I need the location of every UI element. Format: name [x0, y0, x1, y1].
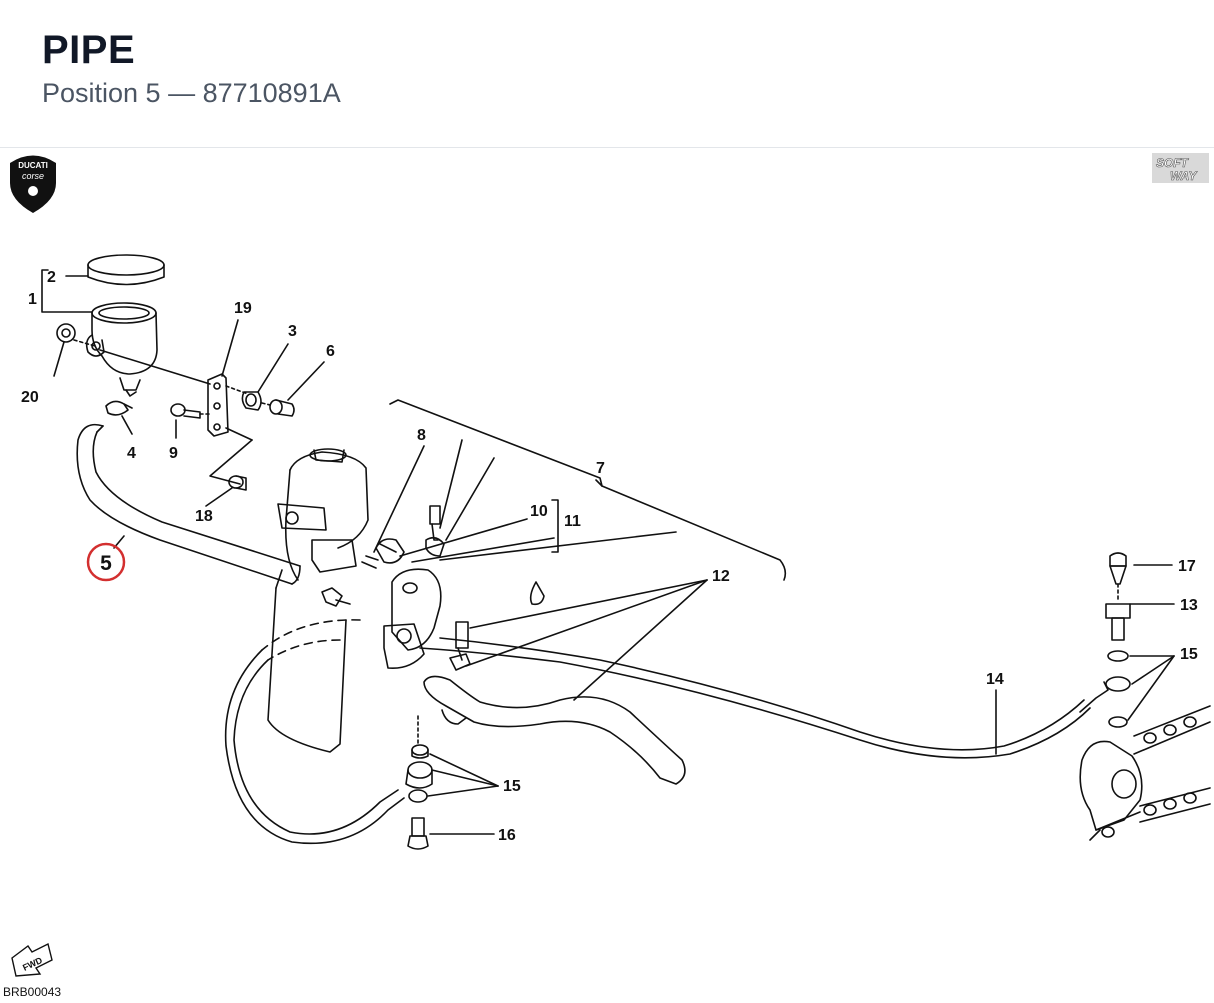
- leader-8a: [439, 439, 463, 529]
- callout-15a: 15: [503, 778, 521, 795]
- softway-logo: SOFT WAY: [1152, 153, 1209, 183]
- clutch-hose-part-14: [419, 637, 1109, 759]
- callout-5: 5: [100, 552, 112, 575]
- callout-7: 7: [596, 460, 605, 477]
- grommet-part-20: [56, 323, 76, 343]
- callout-13: 13: [1180, 597, 1198, 614]
- pipe-part-5: [76, 423, 301, 585]
- hidden-hose-dashed: [267, 639, 341, 661]
- leader-4: [121, 415, 133, 435]
- leader-20: [73, 339, 96, 347]
- banjo-bolt-part-13: [1105, 603, 1131, 641]
- leader-bracket: [99, 349, 211, 385]
- callout-11: 11: [564, 513, 581, 530]
- callout-2: 2: [47, 269, 56, 286]
- callout-14: 14: [986, 671, 1004, 688]
- callout-17: 17: [1178, 558, 1196, 575]
- callout-9: 9: [169, 445, 178, 462]
- highlight-circle: [86, 542, 126, 582]
- callout-15b: 15: [1180, 646, 1198, 663]
- master-cylinder: [383, 568, 442, 670]
- lower-banjo-fitting: [405, 744, 433, 803]
- drive-chain: [1095, 705, 1211, 838]
- tube-cap: [309, 448, 347, 463]
- fwd-arrow-icon: FWD: [11, 942, 53, 977]
- leader-19: [221, 319, 239, 377]
- sealing-washers-part-15: [1105, 650, 1131, 728]
- fluid-drop-symbol: [529, 581, 545, 606]
- callout-18: 18: [195, 508, 213, 525]
- page-title: PIPE: [42, 28, 136, 72]
- screw-part-6: [269, 399, 295, 417]
- leader-18: [205, 487, 233, 507]
- svg-text:WAY: WAY: [1170, 169, 1197, 183]
- clamp-block: [277, 503, 357, 573]
- leader-6: [287, 361, 325, 401]
- callout-3: 3: [288, 323, 297, 340]
- callout-20: 20: [21, 389, 39, 406]
- reservoir-cap: [87, 254, 165, 286]
- exploded-parts-diagram: DUCATI corse SOFT WAY: [10, 153, 1211, 977]
- callout-6: 6: [326, 343, 335, 360]
- callout-19: 19: [234, 300, 252, 317]
- mounting-bracket-part-19: [207, 373, 229, 437]
- bleed-screw: [321, 587, 351, 607]
- page-header: PIPE Position 5 — 87710891A: [0, 0, 1214, 148]
- handlebar-tube: [267, 451, 369, 753]
- switch-part-8: [425, 505, 445, 557]
- drawing-code: BRB00043: [3, 985, 62, 999]
- clutch-lever: [423, 675, 686, 785]
- banjo-bolt-part-16: [407, 817, 429, 850]
- leader-3: [257, 343, 289, 393]
- callout-8: 8: [417, 427, 426, 444]
- page-subtitle: Position 5 — 87710891A: [42, 78, 341, 108]
- callout-10: 10: [530, 503, 548, 520]
- leader-1: [41, 269, 93, 313]
- screw-part-9: [170, 403, 201, 419]
- nut-part-3: [241, 391, 262, 411]
- svg-text:DUCATI: DUCATI: [18, 161, 48, 170]
- fluid-reservoir: [85, 302, 158, 397]
- callout-16: 16: [498, 827, 516, 844]
- callout-1: 1: [28, 291, 37, 308]
- slave-cylinder: [1079, 740, 1143, 841]
- leader-12a: [469, 579, 708, 629]
- leader-20b: [53, 341, 65, 377]
- bleed-valve-part-17: [1109, 552, 1127, 585]
- svg-text:SOFT: SOFT: [1156, 156, 1190, 170]
- svg-text:corse: corse: [22, 171, 44, 181]
- callout-12: 12: [712, 568, 730, 585]
- banjo-fitting-part-10: [361, 538, 405, 569]
- bracket-group-7: [389, 399, 787, 581]
- spacer-part-18: [228, 475, 247, 491]
- ducati-corse-logo: DUCATI corse: [10, 155, 56, 213]
- leader-15a: [429, 753, 499, 787]
- callout-4: 4: [127, 445, 136, 462]
- hose-clamp-part-4: [105, 400, 133, 416]
